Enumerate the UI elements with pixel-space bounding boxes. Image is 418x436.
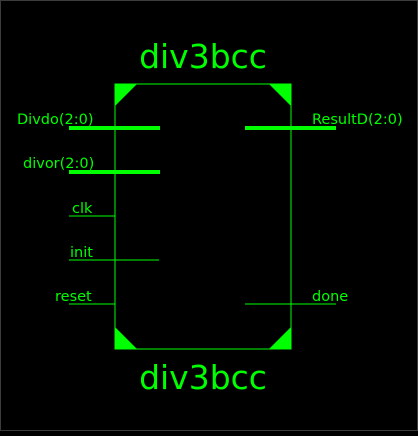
pin-label-divdo: Divdo(2:0) [17,112,94,128]
pin-init[interactable]: init [69,245,159,261]
pin-reset[interactable]: reset [55,289,115,305]
corner-marker-bottom-right [269,327,291,349]
pin-label-reset: reset [55,289,92,305]
pin-divdo[interactable]: Divdo(2:0) [17,112,160,130]
pin-divor[interactable]: divor(2:0) [23,156,160,174]
corner-marker-bottom-left [115,327,137,349]
pin-done[interactable]: done [245,289,348,305]
pin-label-done: done [312,289,348,305]
symbol-name-bottom: div3bcc [139,358,267,397]
corner-marker-top-left [115,84,137,106]
pin-label-resultd: ResultD(2:0) [312,112,403,128]
pin-label-init: init [70,245,93,261]
symbol-name-top: div3bcc [139,37,267,76]
pin-label-divor: divor(2:0) [23,156,94,172]
component-body[interactable] [114,83,292,350]
pin-clk[interactable]: clk [69,201,115,217]
corner-marker-top-right [269,84,291,106]
pin-label-clk: clk [72,201,93,217]
pin-resultd[interactable]: ResultD(2:0) [245,112,403,130]
